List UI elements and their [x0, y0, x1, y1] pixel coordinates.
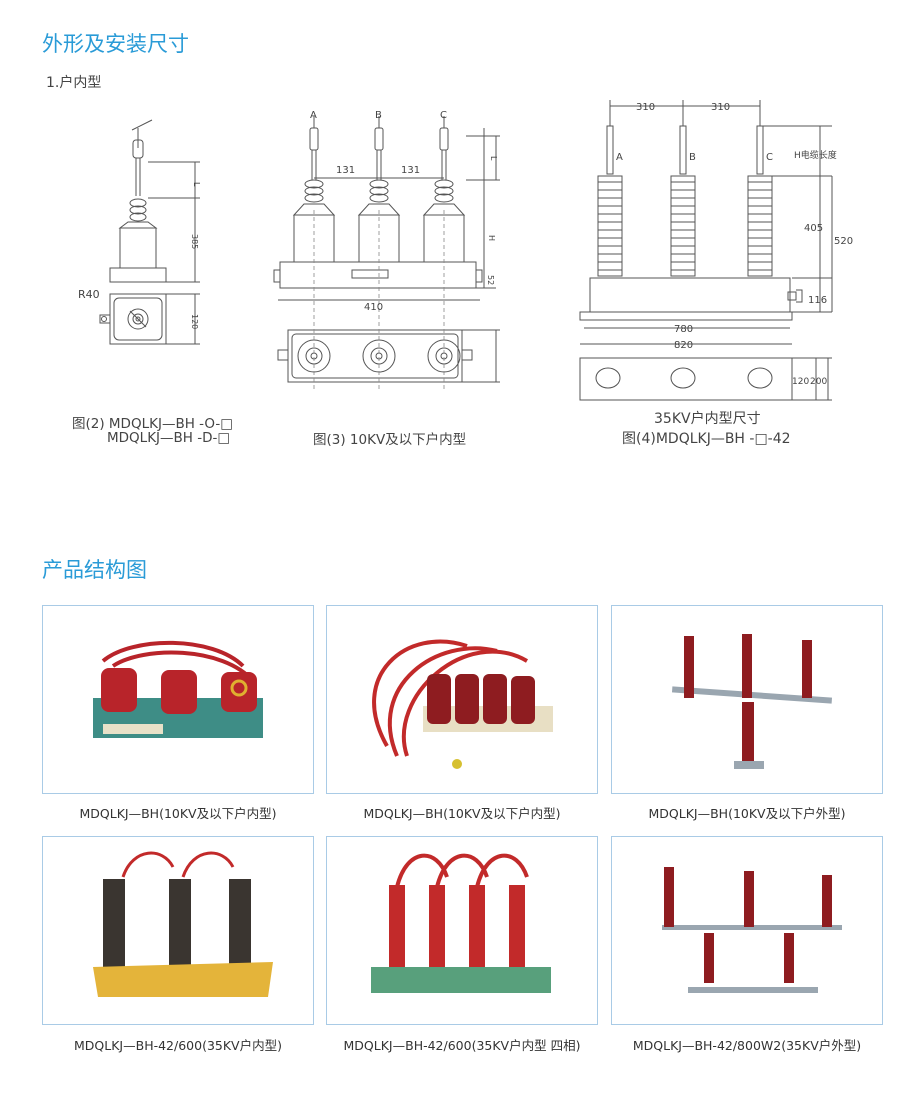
section-subtitle-indoor: 1.户内型 [46, 75, 102, 91]
fig2-label-l: L [192, 182, 201, 187]
fig2-caption-1: 图(2) MDQLKJ—BH -O-□ [72, 416, 234, 432]
fig4-caption-1: 35KV户内型尺寸 [654, 411, 761, 427]
product-photo-4 [93, 851, 273, 997]
product-card-3 [611, 605, 883, 794]
product-caption-3: MDQLKJ—BH(10KV及以下户外型) [648, 806, 846, 821]
fig4-label-820: 820 [674, 340, 693, 351]
fig3-label-d2: 131 [401, 165, 420, 176]
product-caption-1: MDQLKJ—BH(10KV及以下户内型) [79, 806, 277, 821]
fig4-label-200: 200 [810, 377, 827, 387]
product-card-4 [42, 836, 314, 1025]
figure-2-drawing: R40 L 385 120 [78, 119, 201, 345]
fig2-caption-2: MDQLKJ—BH -D-□ [107, 430, 231, 446]
fig4-label-405: 405 [804, 223, 823, 234]
product-caption-4: MDQLKJ—BH-42/600(35KV户内型) [74, 1038, 282, 1053]
fig4-label-d2: 310 [711, 102, 730, 113]
fig4-label-780: 780 [674, 324, 693, 335]
product-photo-6 [662, 867, 842, 993]
product-photo-2 [372, 639, 553, 769]
fig4-caption-2: 图(4)MDQLKJ—BH -□-42 [622, 431, 791, 447]
fig4-label-116: 116 [808, 295, 827, 306]
section-title-structure: 产品结构图 [42, 558, 147, 582]
fig4-label-a: A [616, 152, 623, 163]
fig3-label-w: 410 [364, 302, 383, 313]
fig3-label-v: 52 [486, 275, 495, 285]
figure-4-drawing: 310 310 A B C H电缆长度 405 520 116 780 820 … [579, 100, 853, 401]
fig3-label-d1: 131 [336, 165, 355, 176]
fig3-label-l: L [489, 156, 498, 161]
fig2-label-r: R40 [78, 288, 100, 301]
fig4-label-hcable: H电缆长度 [794, 149, 837, 161]
figure-3-drawing: A B C 131 131 410 L H 52 [273, 110, 500, 390]
product-caption-6: MDQLKJ—BH-42/800W2(35KV户外型) [632, 1038, 862, 1053]
fig3-label-b: B [375, 110, 382, 121]
fig4-label-b: B [689, 152, 696, 163]
fig4-label-c: C [766, 152, 773, 163]
product-photo-1 [93, 640, 263, 738]
product-caption-5: MDQLKJ—BH-42/600(35KV户内型 四相) [343, 1038, 581, 1053]
product-card-6 [611, 836, 883, 1025]
fig3-label-c: C [440, 110, 447, 121]
fig3-label-a: A [310, 110, 317, 121]
fig2-label-h: 385 [190, 234, 199, 249]
product-card-5 [326, 836, 598, 1025]
product-card-1 [42, 605, 314, 794]
product-card-2 [326, 605, 598, 794]
section-title-dimensions: 外形及安装尺寸 [42, 32, 189, 56]
product-caption-2: MDQLKJ—BH(10KV及以下户内型) [363, 806, 561, 821]
product-photo-5 [371, 853, 551, 993]
fig4-label-520: 520 [834, 236, 853, 247]
fig3-label-h: H [487, 235, 496, 241]
fig3-caption: 图(3) 10KV及以下户内型 [313, 432, 467, 448]
fig2-label-w: 120 [190, 314, 199, 329]
product-photo-3 [671, 634, 833, 769]
fig4-label-d1: 310 [636, 102, 655, 113]
fig4-label-120: 120 [792, 377, 809, 387]
